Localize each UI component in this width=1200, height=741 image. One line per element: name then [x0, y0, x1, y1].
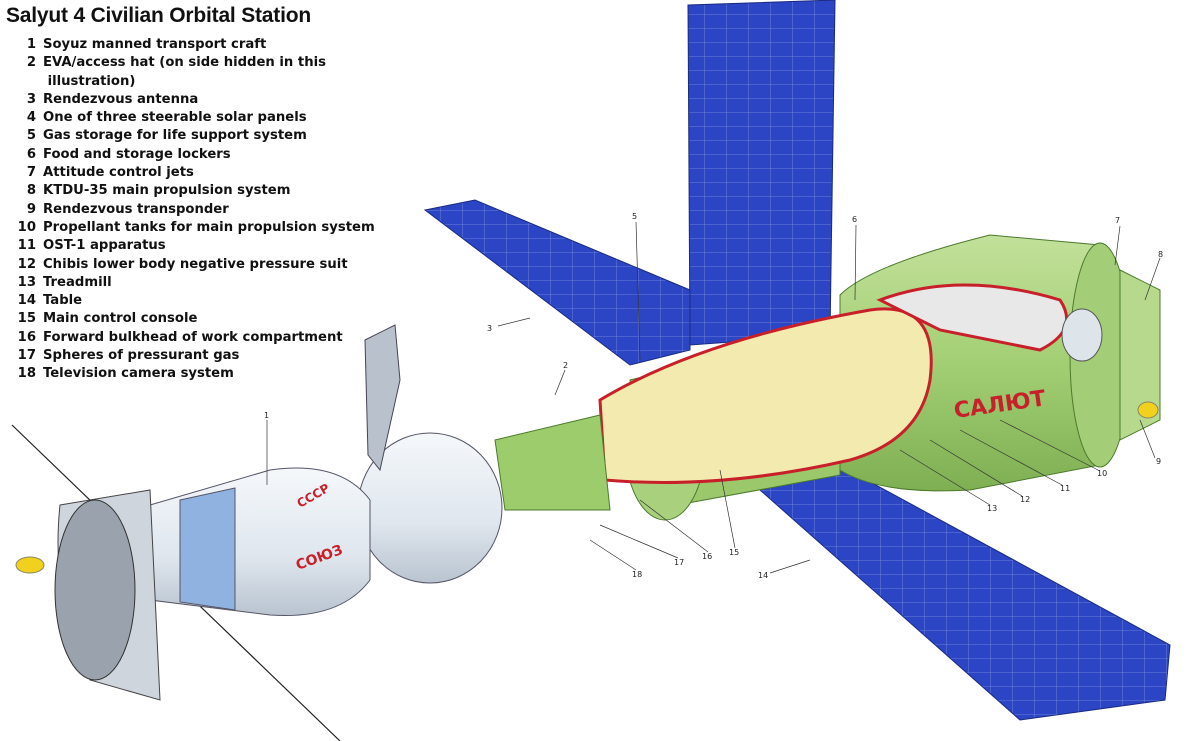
- legend-item: 13 Treadmill: [8, 274, 403, 292]
- legend-number: 16: [17, 329, 36, 345]
- legend-number: 8: [26, 183, 36, 199]
- solar-panel-top: [687, 0, 836, 346]
- legend-number: 3: [26, 91, 36, 107]
- legend-text: Food and storage lockers: [43, 146, 231, 162]
- legend-number: 4: [26, 110, 36, 126]
- legend-number: 15: [17, 311, 36, 327]
- legend-item: 7 Attitude control jets: [8, 164, 403, 182]
- diagram-title: Salyut 4 Civilian Orbital Station: [6, 4, 311, 27]
- callout-16: 16: [702, 552, 712, 561]
- solar-panel-bottom: [759, 459, 1171, 721]
- soyuz-spacecraft: СОЮЗ СССР: [15, 324, 503, 701]
- legend-text: OST-1 apparatus: [43, 238, 166, 254]
- callout-10: 10: [1097, 469, 1107, 478]
- legend-number: 18: [17, 366, 36, 382]
- legend-text: Soyuz manned transport craft: [43, 37, 267, 52]
- callout-13: 13: [987, 504, 997, 513]
- callout-1: 1: [264, 411, 269, 420]
- callout-9: 9: [1156, 457, 1161, 466]
- legend-text: Gas storage for life support system: [43, 128, 307, 144]
- legend-text: KTDU-35 main propulsion system: [43, 183, 291, 199]
- legend-number: 1: [26, 37, 36, 52]
- legend-number: 17: [17, 348, 36, 364]
- legend-text: Television camera system: [43, 366, 234, 382]
- legend: 1 Soyuz manned transport craft 2 EVA/access…: [8, 36, 403, 384]
- legend-number: 5: [26, 128, 36, 144]
- soyuz-solar-antenna: [364, 324, 401, 472]
- legend-text: Chibis lower body negative pressure suit: [43, 256, 348, 272]
- legend-item: 8 KTDU-35 main propulsion system: [8, 182, 403, 200]
- callout-14: 14: [758, 571, 768, 580]
- callout-15: 15: [729, 548, 739, 557]
- legend-text: Spheres of pressurant gas: [43, 348, 240, 364]
- legend-item: 17 Spheres of pressurant gas: [8, 347, 403, 365]
- legend-item: 2 EVA/access hat (on side hidden in this …: [8, 54, 403, 91]
- legend-item: 18 Television camera system: [8, 365, 403, 383]
- legend-item: 14 Table: [8, 292, 403, 310]
- callout-6: 6: [852, 215, 857, 224]
- legend-number: 6: [26, 146, 36, 162]
- legend-number: 14: [17, 293, 36, 309]
- legend-item: 6 Food and storage lockers: [8, 146, 403, 164]
- legend-item: 3 Rendezvous antenna: [8, 91, 403, 109]
- legend-item: 16 Forward bulkhead of work compartment: [8, 329, 403, 347]
- legend-text: Propellant tanks for main propulsion sys…: [43, 219, 375, 235]
- legend-text: Rendezvous antenna: [43, 91, 199, 107]
- legend-item: 1 Soyuz manned transport craft: [8, 36, 403, 54]
- legend-item: 10 Propellant tanks for main propulsion s…: [8, 219, 403, 237]
- callouts: [266, 221, 1161, 574]
- callout-8: 8: [1158, 250, 1163, 259]
- callout-7: 7: [1115, 216, 1120, 225]
- legend-item: 15 Main control console: [8, 310, 403, 328]
- legend-text: Forward bulkhead of work compartment: [43, 329, 343, 345]
- callout-18: 18: [632, 570, 642, 579]
- legend-number: 12: [17, 256, 36, 272]
- legend-item: 9 Rendezvous transponder: [8, 201, 403, 219]
- legend-text: One of three steerable solar panels: [43, 110, 307, 126]
- solar-panel-left: [423, 199, 691, 366]
- callout-11: 11: [1060, 484, 1070, 493]
- legend-text: Treadmill: [43, 274, 112, 290]
- legend-number: 7: [26, 165, 36, 181]
- callout-17: 17: [674, 558, 684, 567]
- docking-adapter: [494, 414, 611, 511]
- salyut-hull: САЛЮТ: [598, 234, 1161, 521]
- legend-number: 2: [26, 55, 36, 71]
- legend-item: 5 Gas storage for life support system: [8, 127, 403, 145]
- legend-text: EVA/access hat (on side hidden in this i…: [43, 55, 326, 89]
- legend-text: Attitude control jets: [43, 165, 194, 181]
- legend-number: 10: [17, 219, 36, 235]
- legend-number: 9: [26, 201, 36, 217]
- legend-number: 11: [17, 238, 36, 254]
- legend-item: 4 One of three steerable solar panels: [8, 109, 403, 127]
- rendezvous-transponder: [1137, 401, 1159, 419]
- legend-number: 13: [17, 274, 36, 290]
- legend-text: Main control console: [43, 311, 198, 327]
- callout-12: 12: [1020, 495, 1030, 504]
- legend-item: 11 OST-1 apparatus: [8, 237, 403, 255]
- legend-text: Rendezvous transponder: [43, 201, 229, 217]
- callout-2: 2: [563, 361, 568, 370]
- callout-5: 5: [632, 212, 637, 221]
- callout-3: 3: [487, 324, 492, 333]
- legend-item: 12 Chibis lower body negative pressure su…: [8, 256, 403, 274]
- legend-text: Table: [43, 293, 83, 309]
